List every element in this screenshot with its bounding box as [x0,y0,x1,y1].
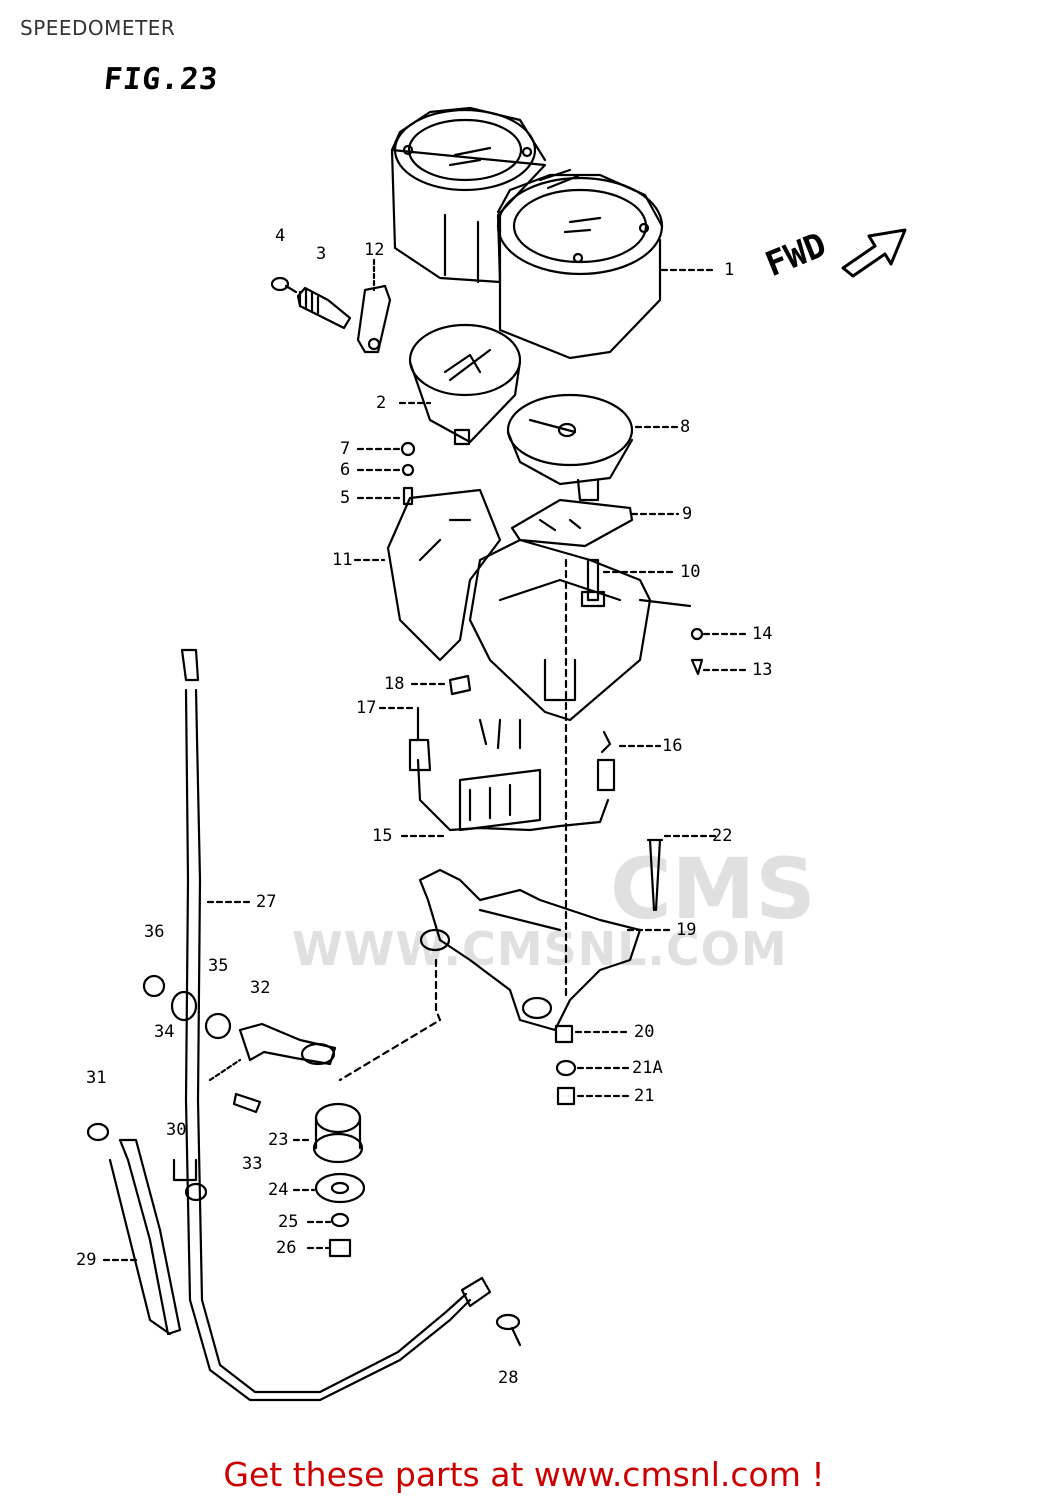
grommet-14-part [690,627,704,641]
washer-7-part [400,441,416,457]
callout-26: 26 [276,1238,297,1258]
callout-2: 2 [376,393,387,413]
callout-31: 31 [86,1068,107,1088]
drive-gear-part [296,286,352,330]
callout-4: 4 [275,226,286,246]
screw-5-part [402,486,414,506]
callout-13: 13 [752,660,773,680]
washer-34-part [170,990,198,1022]
bracket-12-part [356,258,392,354]
socket-10-part [580,558,606,608]
callout-14: 14 [752,624,773,644]
screw-4-part [270,276,298,294]
callout-11: 11 [332,550,353,570]
callout-25: 25 [278,1212,299,1232]
callout-8: 8 [680,417,691,437]
indicator-board-part [510,498,634,548]
wire-band-22-part [646,838,664,912]
lower-bracket-part [418,868,642,1032]
nut-36-part [142,974,166,998]
callout-10: 10 [680,562,701,582]
washer-25-part [330,1212,350,1228]
callout-22: 22 [712,826,733,846]
callout-20: 20 [634,1022,655,1042]
wiring-harness-part [408,706,616,832]
clip-13-part [690,658,704,676]
callout-24: 24 [268,1180,289,1200]
callout-23: 23 [268,1130,289,1150]
callout-32: 32 [250,978,271,998]
callout-21a: 21A [632,1058,663,1078]
callout-36: 36 [144,922,165,942]
get-parts-link[interactable]: Get these parts at www.cmsnl.com ! [223,1455,825,1494]
callout-30: 30 [166,1120,187,1140]
callout-1: 1 [724,260,735,280]
callout-12: 12 [364,240,385,260]
callout-21: 21 [634,1086,655,1106]
callout-29: 29 [76,1250,97,1270]
bolt-33-part [232,1092,262,1114]
callout-34: 34 [154,1022,175,1042]
cushion-23-part [312,1102,364,1164]
screw-28-part [495,1313,522,1347]
callout-9: 9 [682,504,693,524]
forward-arrow-icon [841,228,907,278]
callout-17: 17 [356,698,377,718]
grommet-18-part [448,674,472,696]
meter-housing-part [390,106,664,360]
callout-16: 16 [662,736,683,756]
washer-24-part [314,1172,366,1204]
nut-26-part [328,1238,352,1258]
tachometer-movement-part [408,323,522,446]
callout-6: 6 [340,460,351,480]
callout-3: 3 [316,244,327,264]
callout-5: 5 [340,488,351,508]
callout-18: 18 [384,674,405,694]
washer-35-part [204,1012,232,1040]
watermark-site: WWW.CMSNL.COM [292,922,788,976]
strap-29-part [108,1138,182,1336]
clamp-32-part [238,1022,337,1066]
callout-28: 28 [498,1368,519,1388]
callout-33: 33 [242,1154,263,1174]
washer-21a-part [555,1059,577,1077]
callout-19: 19 [676,920,697,940]
washer-31-part [86,1122,110,1142]
callout-7: 7 [340,439,351,459]
callout-35: 35 [208,956,229,976]
meter-case-part [386,488,692,722]
callout-15: 15 [372,826,393,846]
callout-27: 27 [256,892,277,912]
watermark-logo: CMS [610,840,816,938]
nut-21-part [556,1086,576,1106]
collar-20-part [554,1024,574,1044]
page-title: SPEEDOMETER [20,16,176,40]
bolt-30-part [172,1158,208,1202]
nut-6-part [401,463,415,477]
speedometer-movement-part [506,393,634,502]
speedometer-cable-part [180,648,492,1402]
